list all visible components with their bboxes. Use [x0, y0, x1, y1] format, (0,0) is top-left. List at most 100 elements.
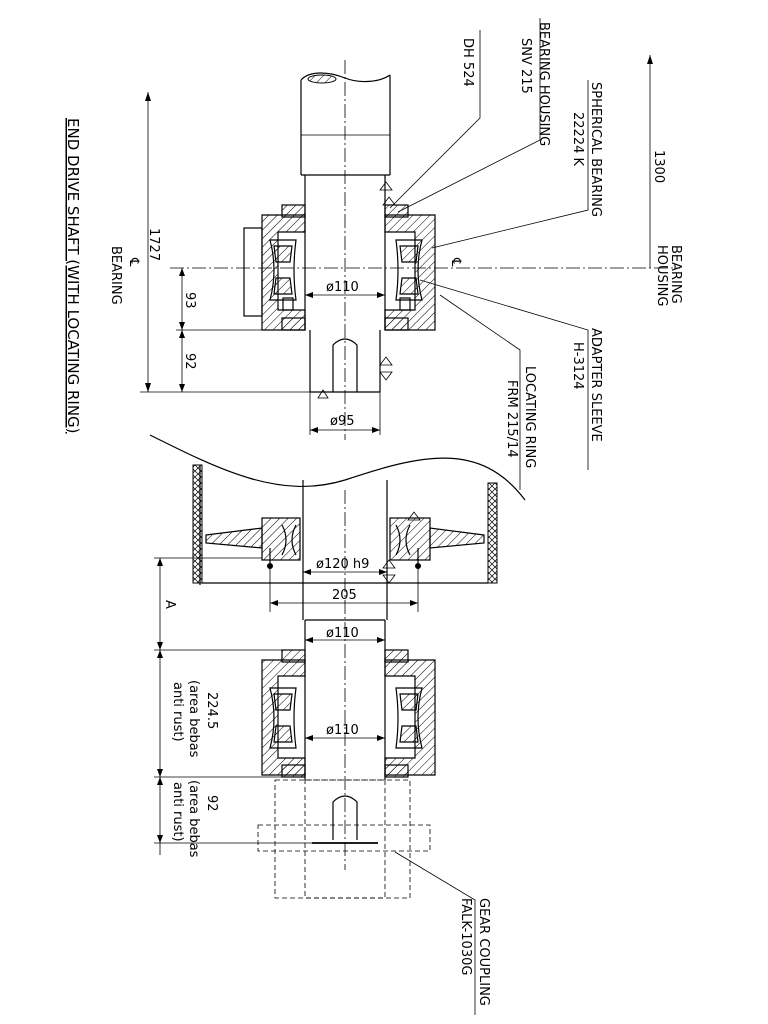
leader-gear-coupling [394, 851, 476, 1015]
leader-lines [389, 18, 589, 1015]
leader-dh [389, 30, 481, 209]
leader-adapter-sleeve [419, 279, 589, 470]
label-locating-ring-model: FRM 215/14 [504, 380, 519, 458]
bolt-head-left [267, 563, 273, 569]
shaft-break-section [307, 74, 337, 84]
bearing-lower-roller-left [269, 687, 297, 749]
cl-symbol-left: ℄ [126, 257, 141, 267]
dim-phi95: ø95 [330, 414, 355, 429]
lower-assembly [257, 619, 436, 899]
ring-right [395, 524, 411, 556]
seal-lower-left-top [281, 649, 306, 663]
housing-lower-left [261, 659, 306, 776]
cl-symbol-right: ℄ [448, 257, 463, 267]
rollers-lower-left [273, 693, 293, 743]
label-adapter-sleeve: ADAPTER SLEEVE [588, 328, 603, 442]
label-gear-coupling: GEAR COUPLING [476, 898, 491, 1006]
plate-left [205, 527, 263, 549]
dim-phi120: ø120 h9 [316, 557, 369, 572]
bearing-roller-right [395, 239, 423, 301]
dim-1727: 1727 [146, 228, 161, 261]
keyway [332, 338, 358, 392]
dim-A: A [162, 600, 177, 609]
surface-symbol-hub [407, 511, 421, 521]
middle-assembly [149, 434, 526, 870]
dimension-lines [140, 55, 653, 855]
housing-left [261, 214, 306, 331]
upper-assembly [170, 60, 680, 440]
dim-224-note-2: anti rust) [170, 682, 185, 742]
housing-right [384, 214, 436, 331]
drum-wall-left [192, 464, 203, 584]
drawing-title: END DRIVE SHAFT (WITH LOCATING RING) [64, 118, 82, 434]
dim-phi110-mid: ø110 [326, 626, 359, 641]
locknut-right [399, 297, 411, 311]
dim-224-note-1: (area bebas [186, 680, 201, 758]
seal-lower-right-top [384, 649, 409, 663]
roller-r2 [399, 277, 419, 295]
label-adapter-sleeve-model: H-3124 [570, 342, 585, 390]
label-bearing-housing: BEARING HOUSING [536, 22, 551, 146]
label-dh: DH 524 [460, 38, 475, 87]
ring-left [281, 524, 297, 556]
surface-symbol-end [317, 389, 329, 399]
coupling-body [274, 779, 411, 899]
label-spherical-bearing-model: 22224 K [570, 112, 585, 166]
arrows-phi110-top [305, 292, 385, 298]
coupling-bore [304, 779, 386, 899]
dim-205: 205 [332, 588, 357, 603]
dim-92-low: 92 [204, 795, 219, 812]
label-bearing-housing-right-2: HOUSING [654, 245, 669, 306]
arrows-phi110-mid [305, 637, 385, 643]
surface-symbol-bottom [379, 356, 393, 381]
arrows-phi95 [310, 427, 380, 433]
dim-224: 224.5 [204, 692, 219, 729]
label-gear-coupling-model: FALK-1030G [458, 898, 473, 975]
roller-r1 [399, 245, 419, 263]
dim-phi110-top: ø110 [326, 280, 359, 295]
drum-wall-right [487, 482, 498, 584]
surface-symbol-shaft [382, 559, 396, 584]
seal-right-bottom [384, 317, 409, 331]
seal-lower-right-bottom [384, 764, 409, 778]
seal-left-top [281, 204, 306, 218]
label-bearing-housing-right-1: BEARING [668, 245, 683, 304]
arrow-1300 [647, 55, 653, 64]
seal-lower-left-bottom [281, 764, 306, 778]
dim-92-note-2: anti rust) [170, 782, 185, 842]
label-bearing-left: BEARING [108, 246, 123, 305]
arrows-93-92 [179, 268, 185, 392]
arrows-lower-chain [157, 558, 163, 843]
roller-l1 [273, 245, 293, 263]
surface-symbol-top [379, 181, 396, 206]
roller-l2 [273, 277, 293, 295]
break-line-upper [149, 434, 526, 501]
bolt-head-right [415, 563, 421, 569]
keyway-lower [332, 795, 358, 840]
annotations: END DRIVE SHAFT (WITH LOCATING RING) BEA… [64, 22, 683, 1006]
dim-93: 93 [182, 292, 197, 309]
dim-92-top: 92 [182, 353, 197, 370]
plate-right [429, 527, 485, 549]
dim-phi110-low: ø110 [326, 723, 359, 738]
hub-left [261, 517, 301, 561]
label-locating-ring: LOCATING RING [522, 366, 537, 468]
coupling-flange [257, 824, 431, 852]
seal-right-top [384, 204, 409, 218]
arrows-phi110-low [305, 735, 385, 741]
leader-bearing-housing [397, 18, 541, 213]
label-bearing-housing-model: SNV 215 [518, 38, 533, 94]
label-spherical-bearing: SPHERICAL BEARING [588, 82, 603, 217]
dim-1300: 1300 [651, 150, 666, 183]
leader-locating-ring [439, 294, 521, 490]
bearing-lower-roller-right [395, 687, 423, 749]
housing-lower-right [384, 659, 436, 776]
locknut-left [282, 297, 294, 311]
seal-left-bottom [281, 317, 306, 331]
dim-92-note-1: (area bebas [186, 780, 201, 858]
bearing-roller-left [269, 239, 297, 301]
leader-spherical-bearing [431, 80, 589, 249]
rollers-lower-right [399, 693, 419, 743]
housing-foot-left [243, 227, 263, 317]
